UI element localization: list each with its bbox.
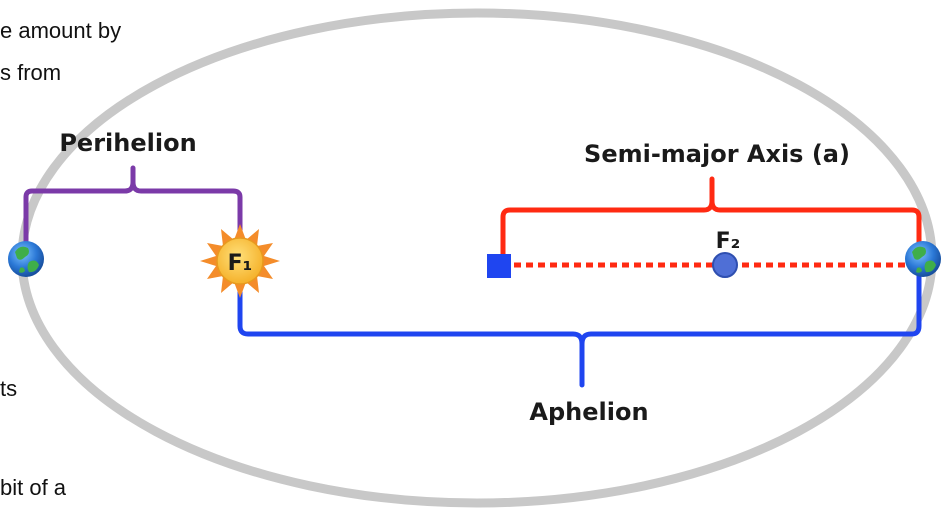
focus-2-point [712, 252, 738, 278]
semi-major-axis-label: Semi-major Axis (a) [584, 140, 850, 168]
center-marker [487, 254, 511, 278]
aphelion-bracket [237, 265, 922, 388]
focus-1-label: F₁ [228, 251, 253, 276]
orbit-ellipse [17, 8, 937, 508]
background-text-1: e amount by [0, 18, 122, 43]
background-text-2: s from [0, 60, 62, 85]
earth-icon [905, 241, 941, 277]
semi-major-axis-bracket [500, 176, 922, 258]
sun-icon [200, 224, 280, 298]
perihelion-bracket [23, 165, 243, 258]
focus-2-label: F₂ [716, 229, 741, 254]
sun-body [216, 237, 264, 285]
background-text-4: bit of a [0, 475, 67, 500]
earth-icon [8, 241, 44, 277]
background-text-3: ts [0, 376, 18, 401]
aphelion-label: Aphelion [529, 398, 648, 426]
perihelion-label: Perihelion [59, 129, 196, 157]
